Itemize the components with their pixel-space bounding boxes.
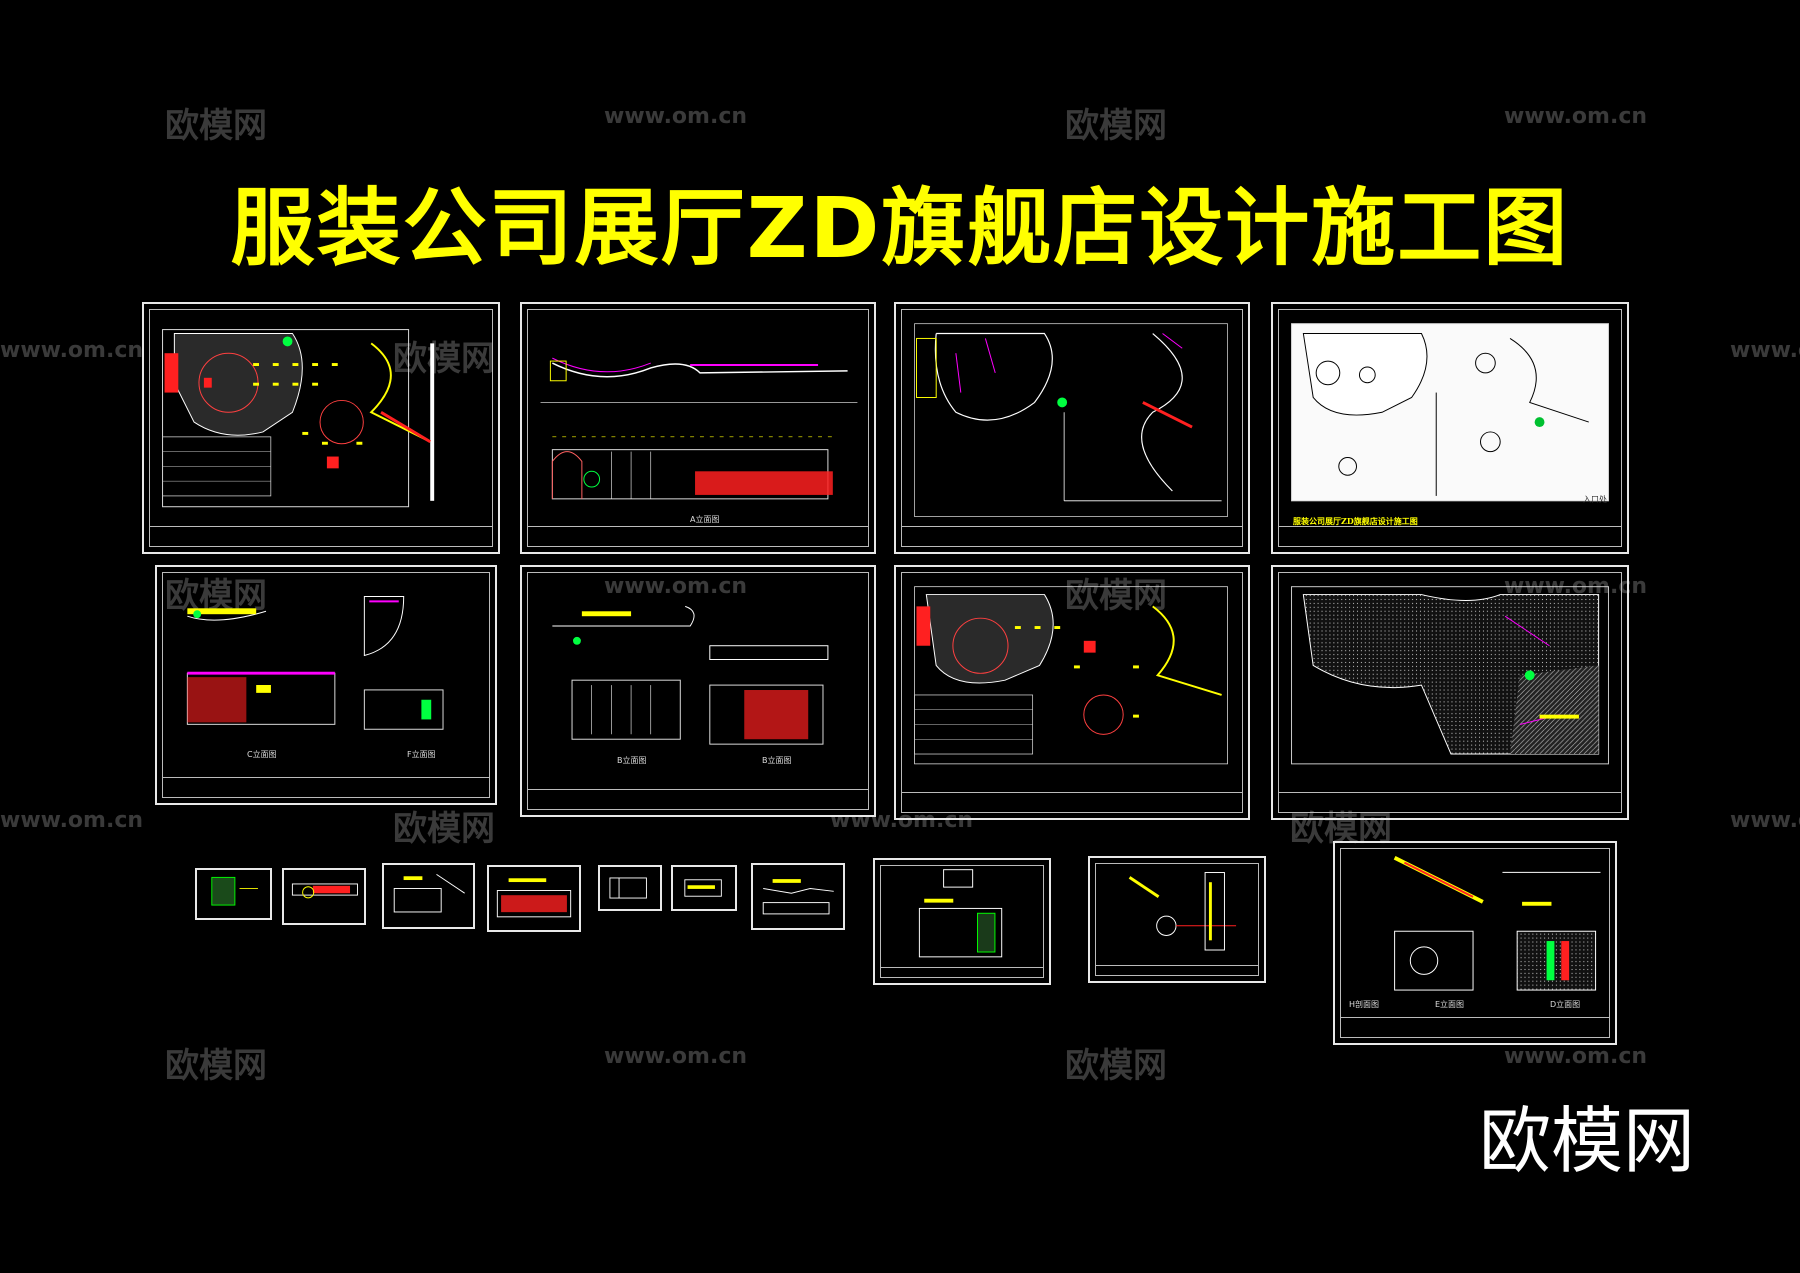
cad-sheet-floor-finish[interactable] (1271, 565, 1629, 820)
sheet-caption: E立面图 (1435, 1000, 1465, 1009)
floor-finish-drawing (1291, 586, 1609, 765)
entrance-label: 入口处 (1583, 495, 1607, 504)
watermark-url: www.om.cn (1504, 104, 1648, 129)
sheet-frame (1278, 309, 1622, 547)
brand-logo: 欧模网 (1478, 1099, 1695, 1183)
watermark-url: www.om.cn (604, 574, 748, 599)
cad-sheet-thumb[interactable] (487, 865, 581, 932)
title-block (162, 777, 490, 798)
cad-sheet-b-elevation[interactable]: B立面图 B立面图 (520, 565, 876, 817)
title-block (880, 967, 1044, 978)
title-block (1340, 1017, 1610, 1038)
cad-sheet-lighting-plan[interactable] (894, 565, 1250, 820)
watermark-url: www.om.cn (0, 338, 144, 363)
sheet-frame (1278, 572, 1622, 813)
thumb-drawing (393, 874, 465, 913)
watermark-brand: 欧模网 (393, 339, 495, 379)
title-block (901, 526, 1243, 547)
cad-sheet-detail-1[interactable] (873, 858, 1051, 985)
watermark-url: www.om.cn (1504, 1044, 1648, 1069)
lighting-plan-drawing (914, 586, 1228, 765)
floor-plan-drawing (162, 329, 435, 508)
detail-2-drawing (1128, 872, 1237, 951)
b-elevation-drawing (552, 605, 829, 745)
watermark-url: www.om.cn (604, 104, 748, 129)
watermark-brand: 欧模网 (1065, 106, 1167, 146)
cad-sheet-detail-3[interactable]: H剖面图 E立面图 D立面图 (1333, 841, 1617, 1045)
watermark-url: www.om.cn (604, 1044, 748, 1069)
cad-sheet-floor-plan[interactable] (142, 302, 500, 554)
watermark-brand: 欧模网 (393, 809, 495, 849)
sheet-caption: B立面图 (762, 756, 792, 765)
title-block (901, 792, 1243, 813)
detail-3-drawing (1393, 855, 1601, 991)
cad-sheet-thumb[interactable] (382, 863, 475, 929)
watermark-brand: 欧模网 (1065, 576, 1167, 616)
thumb-drawing (496, 878, 572, 918)
title-block (527, 789, 869, 810)
title-block (1278, 792, 1622, 813)
page-title: 服装公司展厅ZD旗舰店设计施工图 (230, 179, 1570, 277)
watermark-url: www.om.cn (1730, 338, 1800, 363)
sheet-caption: F立面图 (407, 750, 436, 759)
watermark-url: www.om.cn (0, 808, 144, 833)
c-f-elevation-drawing (186, 596, 444, 730)
thumb-drawing (211, 876, 258, 906)
thumb-drawing (609, 877, 647, 899)
cad-sheet-ceiling-plan[interactable] (894, 302, 1250, 554)
sheet-frame (149, 309, 493, 547)
cad-sheet-thumb[interactable] (598, 865, 662, 911)
sheet-frame (901, 309, 1243, 547)
sheet-title-text: 服装公司展厅ZD旗舰店设计施工图 (1293, 516, 1418, 526)
a-elevation-drawing (540, 357, 858, 500)
title-block (1095, 965, 1259, 976)
thumb-drawing (762, 879, 834, 915)
cad-sheet-a-elevation[interactable]: A立面图 (520, 302, 876, 554)
title-block (1278, 526, 1622, 547)
sheet-frame (880, 865, 1044, 978)
title-block (149, 526, 493, 547)
cad-sheet-c-f-elevation[interactable]: C立面图 F立面图 (155, 565, 497, 805)
sheet-caption: D立面图 (1550, 1000, 1581, 1009)
thumb-drawing (684, 879, 722, 897)
title-block (527, 526, 869, 547)
sheet-frame (527, 309, 869, 547)
sheet-frame (901, 572, 1243, 813)
sheet-frame (162, 572, 490, 798)
cad-sheet-detail-2[interactable] (1088, 856, 1266, 983)
sheet-caption: H剖面图 (1349, 1000, 1380, 1009)
sheet-frame (1095, 863, 1259, 976)
cad-sheet-thumb[interactable] (282, 868, 366, 925)
detail-1-drawing (918, 869, 1003, 958)
thumb-drawing (291, 883, 358, 899)
sheet-caption: A立面图 (690, 515, 720, 524)
cad-sheet-thumb[interactable] (195, 868, 272, 920)
cad-sheet-thumb[interactable] (671, 865, 737, 911)
cad-sheet-thumb[interactable] (751, 863, 845, 930)
watermark-brand: 欧模网 (1065, 1046, 1167, 1086)
watermark-brand: 欧模网 (165, 1046, 267, 1086)
watermark-url: www.om.cn (1730, 808, 1800, 833)
watermark-brand: 欧模网 (165, 106, 267, 146)
sheet-frame (1340, 848, 1610, 1038)
sheet-caption: B立面图 (617, 756, 647, 765)
sheet-caption: C立面图 (247, 750, 277, 759)
ceiling-plan-drawing (914, 323, 1228, 517)
sheet-frame (527, 572, 869, 810)
cad-sheet-furniture-plan[interactable]: 服装公司展厅ZD旗舰店设计施工图 入口处 (1271, 302, 1629, 554)
furniture-plan-drawing (1291, 323, 1609, 502)
